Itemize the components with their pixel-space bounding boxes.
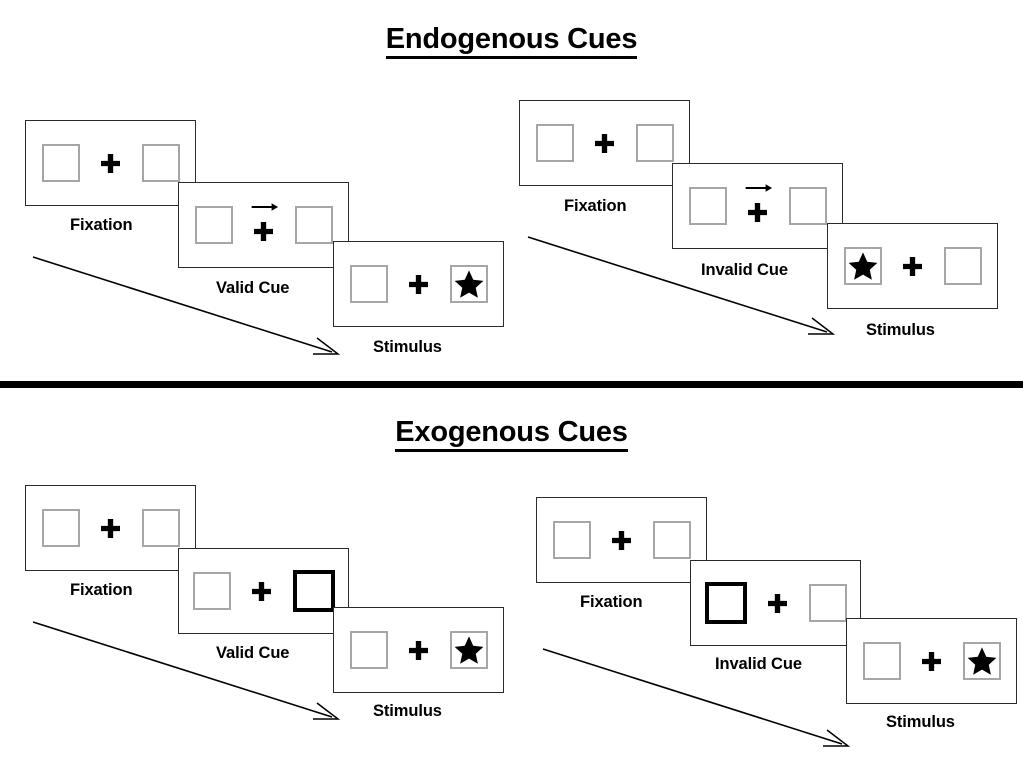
box-right bbox=[808, 584, 847, 622]
box-right bbox=[635, 124, 674, 162]
fixation-cross-icon bbox=[409, 640, 428, 660]
panel-endogenous-valid-fixation[interactable] bbox=[25, 120, 196, 206]
section-title-exogenous-text: Exogenous Cues bbox=[395, 416, 628, 452]
caption-exogenous-valid-stimulus: Stimulus bbox=[373, 702, 442, 720]
box-right bbox=[943, 247, 982, 285]
fixation-cross-icon bbox=[612, 530, 631, 550]
section-title-endogenous-text: Endogenous Cues bbox=[385, 23, 637, 59]
box-left bbox=[552, 521, 591, 559]
panel-exogenous-valid-stimulus[interactable] bbox=[333, 607, 504, 693]
box-right bbox=[141, 144, 180, 182]
section-title-exogenous: Exogenous Cues bbox=[0, 416, 1023, 452]
panel-exogenous-invalid-stimulus[interactable] bbox=[846, 618, 1017, 704]
box-right bbox=[294, 206, 333, 244]
caption-exogenous-valid-fixation: Fixation bbox=[70, 581, 133, 599]
fixation-cross-wrap bbox=[245, 568, 279, 614]
panel-endogenous-invalid-stimulus[interactable] bbox=[827, 223, 998, 309]
panel-endogenous-invalid-cue[interactable] bbox=[672, 163, 843, 249]
box-left bbox=[41, 509, 80, 547]
fixation-cross-icon bbox=[922, 651, 941, 671]
box-left bbox=[349, 631, 388, 669]
section-title-endogenous: Endogenous Cues bbox=[0, 23, 1023, 59]
fixation-cross-icon bbox=[748, 203, 767, 222]
time-arrow-exogenous-valid bbox=[32, 621, 341, 720]
box-right bbox=[962, 642, 1001, 680]
caption-endogenous-invalid-cue: Invalid Cue bbox=[701, 261, 788, 279]
panel-endogenous-valid-stimulus[interactable] bbox=[333, 241, 504, 327]
fixation-cross-wrap bbox=[761, 580, 795, 626]
section-divider bbox=[0, 381, 1023, 388]
fixation-cross-icon bbox=[595, 133, 614, 153]
fixation-cross-wrap bbox=[915, 638, 949, 684]
star-target-icon bbox=[454, 270, 483, 298]
fixation-cross-wrap bbox=[896, 243, 930, 289]
fixation-cross-icon bbox=[409, 274, 428, 294]
box-right bbox=[449, 265, 488, 303]
fixation-cross-wrap bbox=[94, 505, 128, 551]
box-left bbox=[843, 247, 882, 285]
box-left bbox=[535, 124, 574, 162]
box-left bbox=[192, 572, 231, 610]
caption-endogenous-valid-fixation: Fixation bbox=[70, 216, 133, 234]
arrow-right-cue-icon bbox=[745, 184, 772, 192]
box-left bbox=[688, 187, 727, 225]
fixation-cross-icon bbox=[101, 518, 120, 538]
time-arrow-endogenous-valid bbox=[32, 256, 341, 355]
caption-endogenous-valid-cue: Valid Cue bbox=[216, 279, 290, 297]
fixation-cross-icon bbox=[254, 222, 273, 241]
star-target-icon bbox=[848, 252, 877, 280]
panel-exogenous-valid-cue[interactable] bbox=[178, 548, 349, 634]
panel-endogenous-valid-cue[interactable] bbox=[178, 182, 349, 268]
panel-exogenous-valid-fixation[interactable] bbox=[25, 485, 196, 571]
box-right bbox=[652, 521, 691, 559]
caption-exogenous-invalid-cue: Invalid Cue bbox=[715, 655, 802, 673]
box-left bbox=[194, 206, 233, 244]
time-arrow-exogenous-invalid bbox=[542, 648, 851, 747]
panel-exogenous-invalid-cue[interactable] bbox=[690, 560, 861, 646]
fixation-cross-icon bbox=[903, 256, 922, 276]
panel-exogenous-invalid-fixation[interactable] bbox=[536, 497, 707, 583]
cue-symbol-wrap bbox=[741, 183, 775, 229]
box-left-cued bbox=[704, 582, 747, 624]
arrow-right-cue-icon bbox=[251, 203, 278, 211]
fixation-cross-wrap bbox=[94, 140, 128, 186]
caption-endogenous-valid-stimulus: Stimulus bbox=[373, 338, 442, 356]
star-target-icon bbox=[967, 647, 996, 675]
fixation-cross-icon bbox=[768, 593, 787, 613]
caption-exogenous-invalid-stimulus: Stimulus bbox=[886, 713, 955, 731]
fixation-cross-wrap bbox=[588, 120, 622, 166]
caption-endogenous-invalid-fixation: Fixation bbox=[564, 197, 627, 215]
fixation-cross-wrap bbox=[402, 261, 436, 307]
box-left bbox=[349, 265, 388, 303]
box-right-cued bbox=[292, 570, 335, 612]
cue-symbol-wrap bbox=[247, 202, 281, 248]
fixation-cross-icon bbox=[101, 153, 120, 173]
time-arrow-endogenous-invalid bbox=[527, 236, 836, 335]
fixation-cross-icon bbox=[252, 581, 271, 601]
box-right bbox=[449, 631, 488, 669]
fixation-cross-wrap bbox=[605, 517, 639, 563]
box-left bbox=[862, 642, 901, 680]
caption-endogenous-invalid-stimulus: Stimulus bbox=[866, 321, 935, 339]
caption-exogenous-valid-cue: Valid Cue bbox=[216, 644, 290, 662]
star-target-icon bbox=[454, 636, 483, 664]
box-right bbox=[788, 187, 827, 225]
panel-endogenous-invalid-fixation[interactable] bbox=[519, 100, 690, 186]
caption-exogenous-invalid-fixation: Fixation bbox=[580, 593, 643, 611]
fixation-cross-wrap bbox=[402, 627, 436, 673]
box-right bbox=[141, 509, 180, 547]
box-left bbox=[41, 144, 80, 182]
